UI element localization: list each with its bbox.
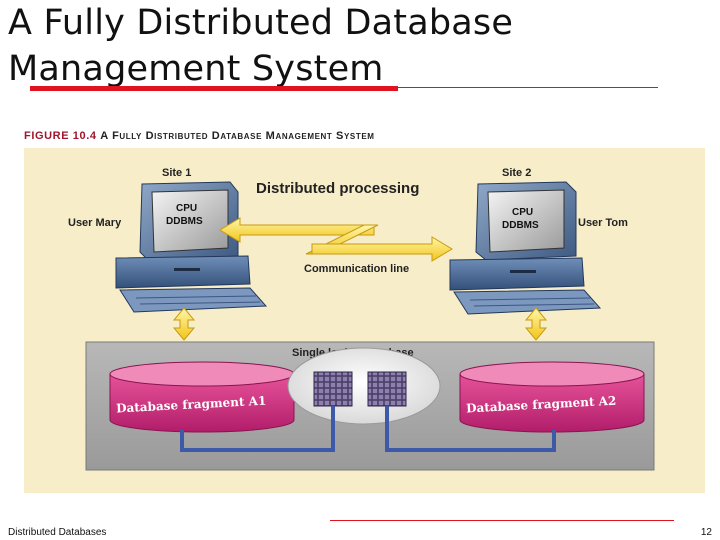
site1-ddbms-label: DDBMS xyxy=(166,216,203,227)
title-underline-red xyxy=(30,86,398,91)
site2-drive-slot xyxy=(510,270,536,273)
fragment-connectors xyxy=(180,406,556,452)
site2-system-unit xyxy=(449,257,585,291)
slide-title-line2: Management System xyxy=(8,49,384,89)
database-fragment-a1: Database fragment A1 xyxy=(109,361,295,433)
slide-title-line1: A Fully Distributed Database xyxy=(8,3,514,43)
connector-a1-to-left-grid xyxy=(180,406,335,452)
fragment-a1-body xyxy=(109,373,295,433)
footer-rule xyxy=(330,520,674,521)
comm-arrow-upper xyxy=(219,217,375,243)
user-mary-label: User Mary xyxy=(68,217,122,229)
distributed-dbms-diagram: Site 1 Site 2 Distributed processing Use… xyxy=(24,148,705,493)
site1-db-link-shape xyxy=(172,307,196,341)
site2-keyboard xyxy=(453,289,602,315)
title-underline-thin xyxy=(398,87,658,88)
site1-monitor-screen xyxy=(151,189,229,253)
site2-keyboard-row xyxy=(469,297,591,301)
site2-keyboard-row xyxy=(473,303,595,307)
site2-ddbms-label: DDBMS xyxy=(502,220,539,231)
site2-cpu-label: CPU xyxy=(512,207,533,218)
slide-title: A Fully Distributed Database Management … xyxy=(8,0,513,92)
site2-computer: CPU DDBMS xyxy=(449,181,602,315)
site1-system-unit xyxy=(115,255,251,289)
data-grid-left xyxy=(313,371,353,407)
slide-number: 12 xyxy=(700,527,712,538)
distributed-processing-label: Distributed processing xyxy=(256,180,419,197)
site1-keyboard-row xyxy=(139,301,261,305)
communication-line-arrow xyxy=(219,217,453,262)
site1-computer: CPU DDBMS xyxy=(115,181,268,313)
site1-cpu-label: CPU xyxy=(176,203,197,214)
site2-db-link-arrow xyxy=(524,307,548,341)
fragment-a1-top xyxy=(109,361,295,387)
site1-label: Site 1 xyxy=(162,167,191,179)
site1-keyboard-row xyxy=(135,295,257,299)
figure-number: FIGURE 10.4 xyxy=(24,130,97,142)
data-grid-right xyxy=(367,371,407,407)
communication-line-label: Communication line xyxy=(304,263,409,275)
footer-left-text: Distributed Databases xyxy=(8,527,107,538)
connector-a2-to-right-grid xyxy=(385,406,556,452)
fragment-a2-top xyxy=(459,361,645,387)
site2-db-link-shape xyxy=(524,307,548,341)
oval-shape xyxy=(287,347,441,425)
logical-database-oval xyxy=(287,347,441,425)
figure-caption-text: A Fully Distributed Database Management … xyxy=(100,130,375,142)
comm-arrow-lower xyxy=(311,236,453,262)
user-tom-label: User Tom xyxy=(578,217,628,229)
database-fragment-a2: Database fragment A2 xyxy=(459,361,645,433)
figure-caption: FIGURE 10.4 A Fully Distributed Database… xyxy=(24,130,375,142)
site1-keyboard xyxy=(119,287,268,313)
site2-monitor-screen xyxy=(487,189,565,253)
site1-db-link-arrow xyxy=(172,307,196,341)
site2-label: Site 2 xyxy=(502,167,531,179)
site1-drive-slot xyxy=(174,268,200,271)
